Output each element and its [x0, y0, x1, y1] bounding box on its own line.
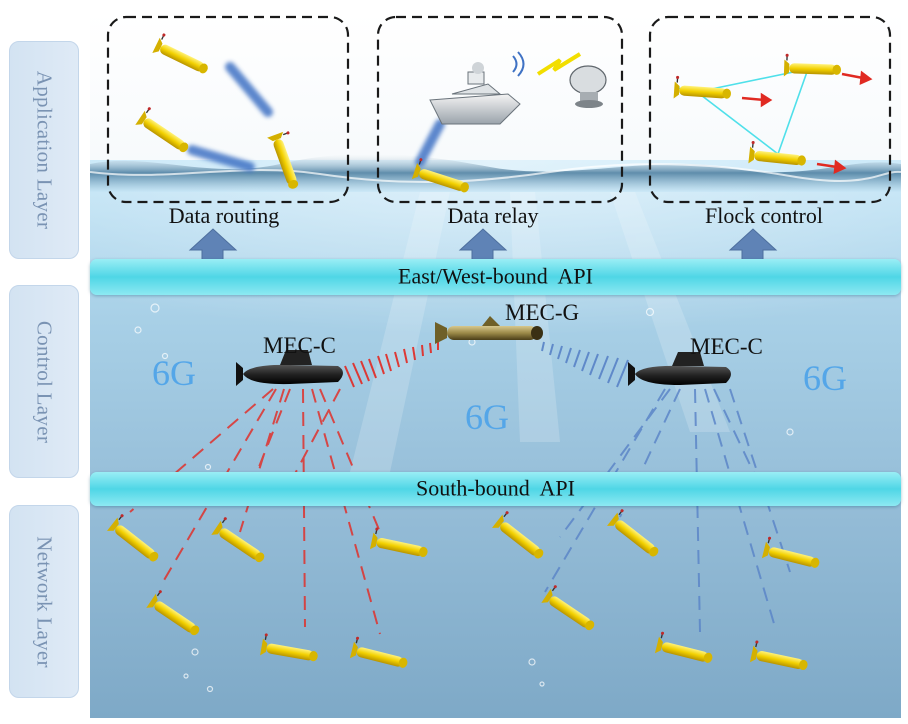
mec-c-left-submarine-icon — [236, 350, 343, 386]
control-layer-label: Control Layer — [9, 285, 79, 478]
east-west-api-label: East/West-bound API — [398, 263, 593, 289]
mec-g-glider-icon — [435, 316, 543, 344]
satellite-dish-icon — [569, 65, 607, 108]
mec-c-left-label: MEC-C — [263, 333, 336, 358]
application-layer-label: Application Layer — [9, 41, 79, 259]
network-layer-text: Network Layer — [32, 535, 57, 668]
data-relay-caption: Data relay — [447, 203, 539, 228]
south-bound-api-band: South-bound API — [90, 472, 901, 506]
sixg-left-label: 6G — [152, 353, 196, 393]
scene-graphics — [90, 12, 901, 718]
mec-c-right-label: MEC-C — [690, 334, 763, 359]
mec-g-label: MEC-G — [505, 300, 580, 325]
control-layer-text: Control Layer — [32, 320, 57, 443]
diagram-scene: East/West-bound API South-bound API Data… — [90, 12, 901, 718]
network-layer-label: Network Layer — [9, 505, 79, 698]
flock-control-caption: Flock control — [705, 203, 823, 228]
south-bound-api-label: South-bound API — [416, 475, 575, 501]
sixg-center-label: 6G — [465, 397, 509, 437]
east-west-api-band: East/West-bound API — [90, 259, 901, 295]
application-layer-text: Application Layer — [32, 70, 57, 230]
ship-icon — [429, 62, 521, 125]
data-routing-caption: Data routing — [168, 203, 280, 228]
mec-c-right-submarine-icon — [628, 352, 731, 386]
sixg-right-label: 6G — [803, 358, 847, 398]
